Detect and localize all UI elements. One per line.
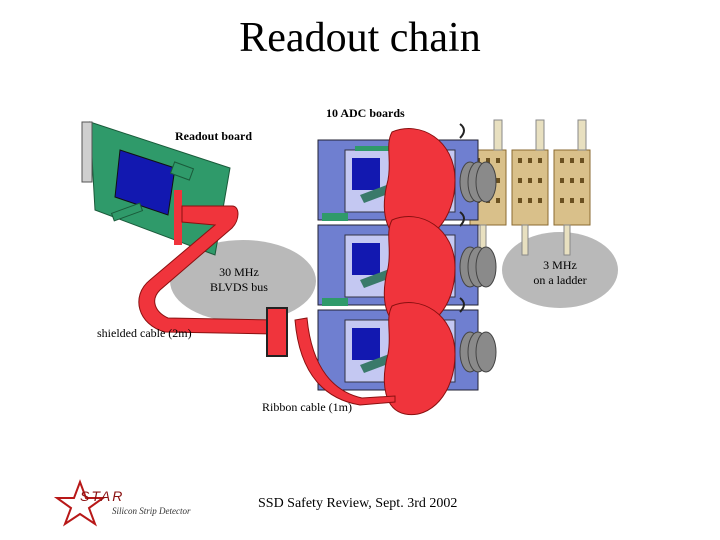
blvds-bus-label-line1: 30 MHz [219,265,259,279]
star-logo-subtitle: Silicon Strip Detector [112,506,191,516]
slide-title: Readout chain [239,15,481,61]
blvds-bus-label-line2: BLVDS bus [210,280,268,294]
ladder-modules [469,119,591,256]
shielded-cable-label: shielded cable (2m) [97,326,192,340]
adc-boards-label: 10 ADC boards [326,106,405,120]
ladder-label: 3 MHz on a ladder [530,258,590,288]
shielded-cable [138,205,276,335]
star-logo-icon [53,479,107,527]
adc-chip [352,158,380,190]
ladder-label-line1: 3 MHz [543,258,577,272]
ribbon-cable [294,317,396,406]
ribbon-cable-label: Ribbon cable (1m) [262,400,352,414]
readout-board-label: Readout board [175,129,253,143]
blvds-bus-label: 30 MHz BLVDS bus [210,265,268,295]
adc-chip [352,243,380,275]
ladder-label-line2: on a ladder [533,273,587,287]
footer-text: SSD Safety Review, Sept. 3rd 2002 [258,496,458,511]
blvds-bus-ellipse [170,240,316,322]
shielded-cable-connector [266,307,288,357]
ribbon-cable-loops [383,128,456,416]
star-logo-text: STAR [80,488,125,504]
ladder-ellipse [502,232,618,308]
adc-chip [352,328,380,360]
